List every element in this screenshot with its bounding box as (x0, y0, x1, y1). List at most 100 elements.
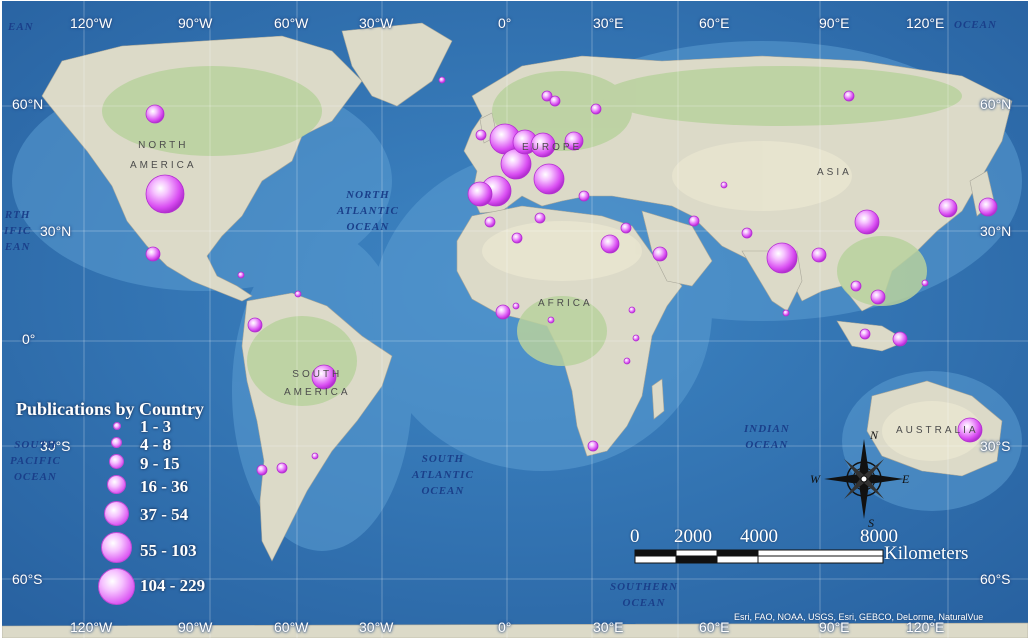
publication-symbol (512, 302, 520, 310)
lon-label-bottom: 60°W (274, 619, 309, 635)
desert-layer (482, 141, 982, 461)
scale-tick-label: 4000 (740, 526, 778, 547)
lon-label-top: 90°W (178, 15, 213, 31)
scale-bar (634, 549, 884, 564)
lat-label-right: 60°N (980, 96, 1012, 112)
publication-symbol (811, 247, 827, 263)
compass-e: E (901, 472, 910, 486)
publication-symbol (652, 246, 668, 262)
scale-tick-label: 8000 (860, 526, 898, 547)
lon-label-top: 90°E (819, 15, 850, 31)
label-south-america: SOUTH AMERICA (284, 369, 351, 398)
publication-symbol (237, 271, 245, 279)
publication-symbol (311, 452, 319, 460)
legend-symbol (111, 437, 122, 448)
label-southern-ocean: SOUTHERN OCEAN (610, 581, 678, 609)
publication-symbol (475, 129, 487, 141)
legend-label: 4 - 8 (140, 435, 172, 454)
publication-symbol (578, 190, 590, 202)
lon-label-bottom: 30°W (359, 619, 394, 635)
label-north-america: NORTH AMERICA (130, 140, 197, 171)
legend-label: 37 - 54 (140, 505, 189, 524)
antarctica-land (2, 622, 1028, 638)
scale-tick-label: 0 (630, 526, 640, 547)
publication-symbol (484, 216, 496, 228)
lon-label-top: 30°E (593, 15, 624, 31)
legend-symbol (107, 475, 126, 494)
legend: Publications by Country 1 - 3 4 - 8 9 - … (14, 399, 264, 609)
publication-symbol (921, 279, 929, 287)
lon-label-bottom: 120°E (906, 619, 945, 635)
publication-symbol (978, 197, 998, 217)
lat-label-left: 30°S (40, 438, 71, 454)
publication-symbols (145, 76, 998, 476)
lon-label-bottom: 30°E (593, 619, 624, 635)
publication-symbol (766, 242, 798, 274)
scale-unit-label: Kilometers (884, 543, 969, 564)
publication-symbol (256, 464, 268, 476)
lon-label-top: 60°E (699, 15, 730, 31)
attribution-text: Esri, FAO, NOAA, USGS, Esri, GEBCO, DeLo… (734, 612, 984, 622)
lat-label-left: 30°N (40, 223, 72, 239)
legend-symbol (109, 454, 124, 469)
lon-label-top: 120°E (906, 15, 945, 31)
publication-symbol (620, 222, 632, 234)
publication-symbol (467, 181, 493, 207)
publication-symbol (511, 232, 523, 244)
publication-symbol (541, 90, 553, 102)
label-ocean-top-right: OCEAN (954, 19, 997, 31)
publication-symbol (495, 304, 511, 320)
label-pacific-left-partial: RTH IFIC EAN (4, 209, 32, 253)
publication-symbol (628, 306, 636, 314)
publication-symbol (843, 90, 855, 102)
publication-symbol (145, 104, 165, 124)
lon-label-bottom: 90°W (178, 619, 213, 635)
label-africa: AFRICA (538, 298, 593, 309)
publication-symbol (145, 246, 161, 262)
publication-symbol (850, 280, 862, 292)
lon-label-top: 120°W (70, 15, 113, 31)
publication-symbol (623, 357, 631, 365)
publication-symbol (145, 174, 185, 214)
compass-w: W (810, 472, 821, 486)
publication-symbol (854, 209, 880, 235)
publication-symbol (938, 198, 958, 218)
lat-label-left: 60°N (12, 96, 44, 112)
publication-symbol (530, 132, 556, 158)
lat-label-left: 0° (22, 331, 36, 347)
lon-label-bottom: 0° (498, 619, 512, 635)
indonesia-land (836, 320, 908, 352)
label-europe: EUROPE (522, 142, 583, 153)
legend-symbol (98, 568, 135, 605)
publication-symbol (590, 103, 602, 115)
lat-label-left: 60°S (12, 571, 43, 587)
legend-label: 55 - 103 (140, 541, 197, 560)
label-asia: ASIA (817, 167, 852, 178)
label-south-atlantic: SOUTH ATLANTIC OCEAN (412, 453, 474, 497)
lat-label-right: 30°N (980, 223, 1012, 239)
madagascar-land (651, 378, 665, 420)
publication-symbol (782, 309, 790, 317)
legend-label: 1 - 3 (140, 417, 172, 436)
lon-label-top: 60°W (274, 15, 309, 31)
publication-symbol (276, 462, 288, 474)
label-north-atlantic: NORTH ATLANTIC OCEAN (337, 189, 399, 233)
publication-symbol (720, 181, 728, 189)
publication-symbol (600, 234, 620, 254)
legend-symbol (101, 532, 132, 563)
label-australia: AUSTRALIA (896, 425, 979, 436)
legend-title: Publications by Country (16, 399, 205, 419)
lat-label-right: 30°S (980, 438, 1011, 454)
label-indian-ocean: INDIAN OCEAN (744, 423, 790, 451)
legend-label: 9 - 15 (140, 454, 180, 473)
label-ocean-top-left: EAN (8, 21, 34, 33)
legend-label: 16 - 36 (140, 477, 189, 496)
lon-label-top: 0° (498, 15, 512, 31)
publication-symbol (632, 334, 640, 342)
label-south-pacific: SOUTH PACIFIC OCEAN (10, 439, 61, 483)
publication-symbol (311, 364, 337, 390)
scale-tick-label: 2000 (674, 526, 712, 547)
